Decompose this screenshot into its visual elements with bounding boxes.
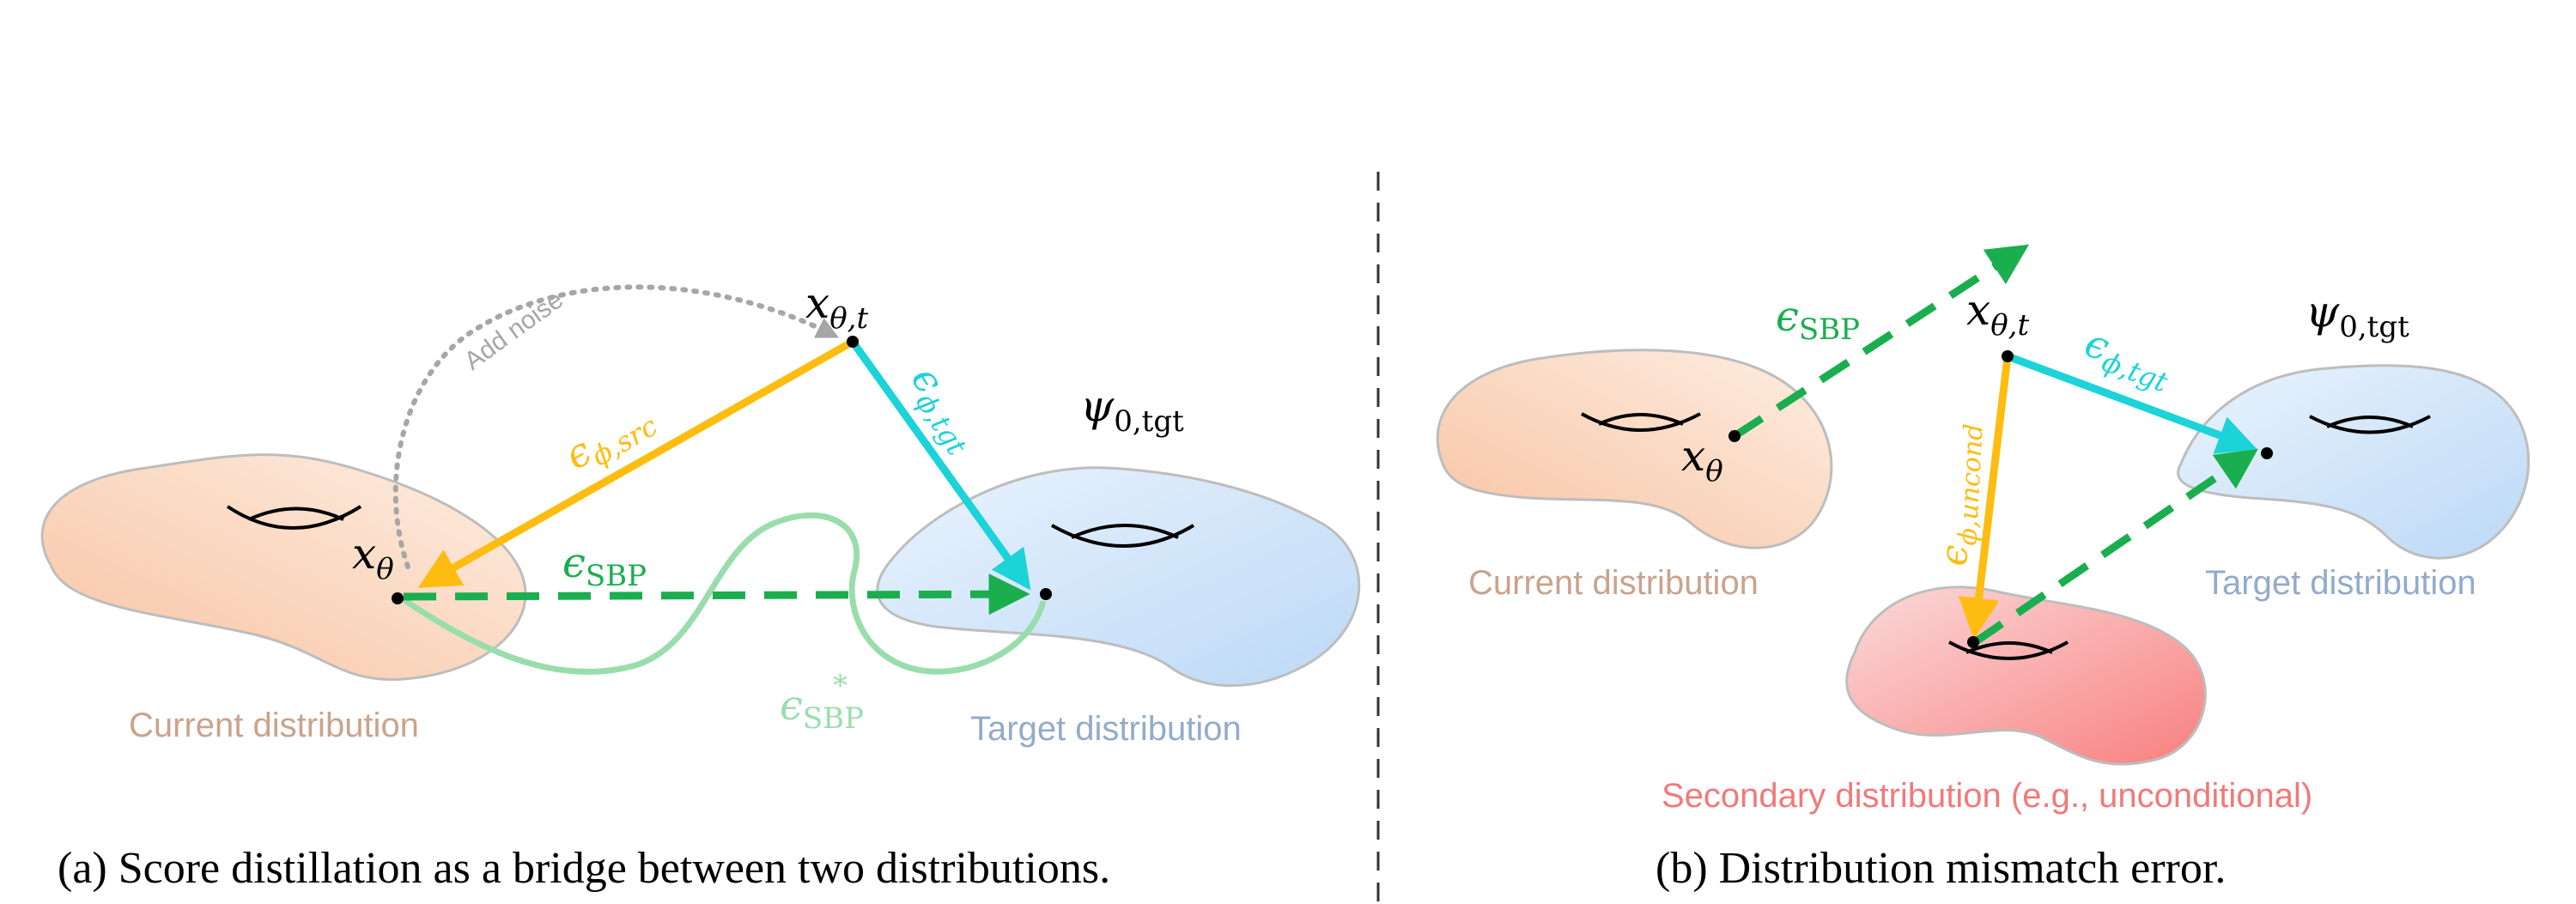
point-target-a <box>1040 588 1052 600</box>
label-eps-sbp-b: ϵSBP <box>1776 293 1860 347</box>
point-x-theta-t-b <box>2002 350 2014 362</box>
eye-icon-target <box>1051 524 1195 548</box>
label-psi-a: ψ0,tgt <box>1080 381 1184 439</box>
current-distribution-blob-b <box>1436 349 1833 549</box>
target-distribution-blob <box>876 466 1361 688</box>
point-x-theta-b <box>1728 430 1741 442</box>
caption-a: (a) Score distillation as a bridge betwe… <box>58 844 1110 893</box>
label-eps-src: ϵϕ,src <box>557 392 664 484</box>
label-x-theta-t-b: xθ,t <box>1966 285 2029 343</box>
secondary-distribution-label: Secondary distribution (e.g., unconditio… <box>1662 777 2312 815</box>
target-distribution-label-a: Target distribution <box>970 710 1242 748</box>
point-target-b <box>2261 447 2273 459</box>
eye-icon-target-b <box>2309 415 2431 434</box>
label-eps-uncond: ϵϕ,uncond <box>1932 422 1990 567</box>
optimal-bridge-path <box>398 512 1047 675</box>
label-eps-sbp-star: ϵSBP <box>780 682 864 736</box>
add-noise-label: Add noise <box>459 286 568 376</box>
eps-sbp-arrow-b-upper <box>1732 244 2030 440</box>
eye-icon-current-b <box>1581 412 1701 432</box>
label-eps-tgt-a: ϵϕ,tgt <box>897 358 990 462</box>
point-x-theta-a <box>392 592 404 604</box>
current-distribution-blob <box>40 453 527 681</box>
panel-a: Add noise xθ,t xθ ψ0,tgt ϵϕ,src ϵϕ,tgt ϵ… <box>40 278 1361 893</box>
eps-uncond-arrow <box>1958 355 2012 640</box>
eps-sbp-arrow-b-lower <box>1972 448 2258 646</box>
label-psi-b: ψ0,tgt <box>2306 287 2409 344</box>
label-x-theta-a: xθ <box>352 529 394 586</box>
current-distribution-label-b: Current distribution <box>1468 564 1759 602</box>
panel-b: ϵSBP xθ,t xθ ψ0,tgt ϵϕ,tgt ϵϕ,uncond Cur… <box>1436 244 2530 893</box>
eps-sbp-arrow <box>403 573 1030 616</box>
target-distribution-label-b: Target distribution <box>2205 564 2476 602</box>
eye-icon-secondary <box>1948 640 2069 660</box>
eps-src-arrow <box>417 338 855 588</box>
eye-icon-current <box>226 505 362 530</box>
label-x-theta-b: xθ <box>1681 431 1723 488</box>
target-distribution-blob-b <box>2177 364 2530 560</box>
point-x-theta-t-a <box>847 336 859 348</box>
label-eps-sbp-a: ϵSBP <box>562 539 647 593</box>
point-secondary <box>1967 636 1979 648</box>
eps-tgt-arrow-b <box>2006 352 2257 454</box>
caption-b: (b) Distribution mismatch error. <box>1656 844 2226 893</box>
label-eps-sbp-star-sup: * <box>833 669 848 703</box>
secondary-distribution-blob <box>1845 585 2207 766</box>
add-noise-arc <box>392 284 839 569</box>
eps-tgt-arrow <box>849 339 1031 591</box>
label-x-theta-t-a: xθ,t <box>805 278 868 336</box>
current-distribution-label-a: Current distribution <box>129 707 419 744</box>
